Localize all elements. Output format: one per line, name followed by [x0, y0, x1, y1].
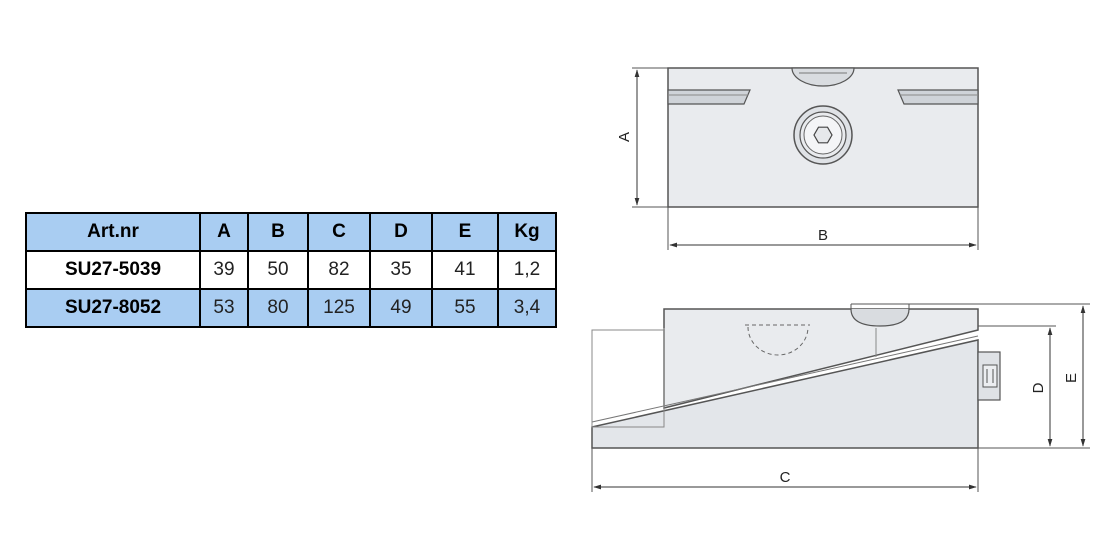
- cell-art-nr: SU27-8052: [25, 288, 201, 328]
- cell-c: 82: [307, 250, 371, 290]
- dimension-b: B: [667, 207, 979, 250]
- cell-kg: 3,4: [497, 288, 557, 328]
- cell-b: 80: [247, 288, 309, 328]
- table-header-row: Art.nr A B C D E Kg: [25, 212, 557, 252]
- cell-e: 55: [431, 288, 499, 328]
- cell-c: 125: [307, 288, 371, 328]
- label-a: A: [616, 132, 633, 142]
- table-row: SU27-5039 39 50 82 35 41 1,2: [25, 250, 557, 290]
- top-view-right-slot: [897, 89, 979, 105]
- col-header-a: A: [199, 212, 249, 252]
- label-c: C: [780, 469, 791, 486]
- top-view: A B: [616, 67, 979, 250]
- dimension-table: Art.nr A B C D E Kg SU27-5039 39 50 82 3…: [25, 212, 557, 328]
- hex-screw-icon: [793, 105, 853, 165]
- dimension-a: A: [616, 67, 668, 208]
- top-view-left-slot: [667, 89, 751, 105]
- label-e: E: [1063, 373, 1080, 383]
- label-b: B: [818, 227, 828, 244]
- dimension-c: C: [591, 448, 979, 492]
- screw-head-icon: [977, 351, 1001, 401]
- cell-d: 35: [369, 250, 433, 290]
- col-header-art-nr: Art.nr: [25, 212, 201, 252]
- cell-e: 41: [431, 250, 499, 290]
- col-header-b: B: [247, 212, 309, 252]
- dimension-e: E: [909, 303, 1090, 449]
- cell-art-nr: SU27-5039: [25, 250, 201, 290]
- cell-d: 49: [369, 288, 433, 328]
- cell-kg: 1,2: [497, 250, 557, 290]
- col-header-e: E: [431, 212, 499, 252]
- col-header-kg: Kg: [497, 212, 557, 252]
- label-d: D: [1030, 382, 1047, 393]
- cell-a: 53: [199, 288, 249, 328]
- col-header-c: C: [307, 212, 371, 252]
- top-view-notch: [791, 67, 855, 87]
- dimension-d: D: [978, 325, 1056, 449]
- cell-a: 39: [199, 250, 249, 290]
- cell-b: 50: [247, 250, 309, 290]
- col-header-d: D: [369, 212, 433, 252]
- table-row: SU27-8052 53 80 125 49 55 3,4: [25, 288, 557, 328]
- side-view: D E C: [591, 303, 1090, 492]
